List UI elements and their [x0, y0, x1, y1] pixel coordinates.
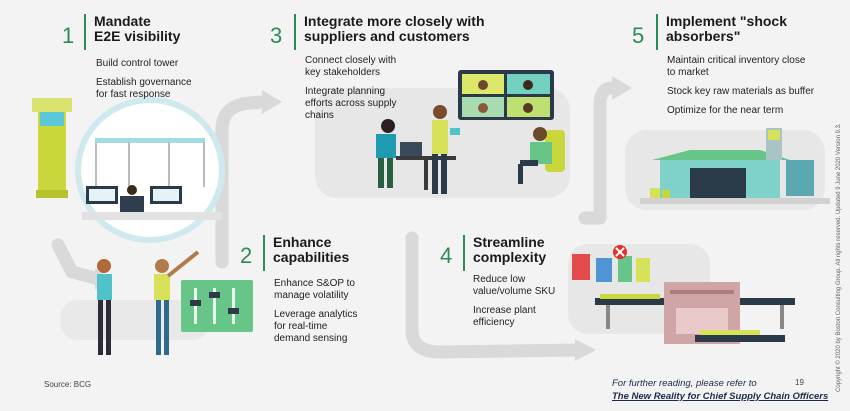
arrow-head-3 [262, 90, 282, 114]
step-1-bullet: Establish governance for fast response [96, 77, 192, 100]
arrow-head-5 [612, 76, 632, 100]
source-note: Source: BCG [44, 380, 92, 389]
copyright-notice: Copyright © 2020 by Boston Consulting Gr… [836, 123, 842, 392]
step-4-bullet: Increase plant efficiency [473, 305, 536, 328]
step-1-number: 1 [62, 23, 75, 48]
step-3-title: Integrate more closely with suppliers an… [304, 13, 485, 44]
step-5-title-block: Implement "shock absorbers" [656, 14, 787, 50]
step-5-bullet: Optimize for the near term [667, 105, 784, 116]
step-2-bullet: Enhance S&OP to manage volatility [274, 278, 355, 301]
step-5-bullet: Stock key raw materials as buffer [667, 86, 815, 97]
arrow-2-to-3 [215, 95, 269, 269]
step-2-title: Enhance capabilities [273, 234, 350, 265]
flow-arrows [51, 81, 619, 359]
arrow-head-4 [575, 339, 596, 361]
step-5-bullets: Maintain critical inventory close to mar… [667, 55, 837, 124]
production-line-illustration [568, 244, 795, 344]
step-2-title-block: Enhance capabilities [263, 235, 349, 271]
step-5-number: 5 [632, 23, 645, 48]
step-3-number: 3 [270, 23, 283, 48]
step-4-number: 4 [440, 243, 453, 268]
step-2-bullets: Enhance S&OP to manage volatility Levera… [274, 278, 384, 352]
step-2-bullet: Leverage analytics for real-time demand … [274, 309, 358, 344]
further-reading-link[interactable]: The New Reality for Chief Supply Chain O… [612, 391, 829, 402]
step-1-bullet: Build control tower [96, 58, 179, 69]
step-3-bullet: Connect closely with key stakeholders [305, 55, 397, 78]
step-2-number: 2 [240, 243, 253, 268]
arrow-1-to-2 [51, 238, 102, 285]
analytics-illustration [60, 250, 253, 355]
further-reading-text: For further reading, please refer to [612, 378, 757, 389]
step-4-title: Streamline complexity [473, 234, 547, 265]
arrow-3-to-4 [405, 231, 582, 359]
step-1-bullets: Build control tower Establish governance… [96, 58, 226, 108]
control-tower-illustration [32, 97, 225, 243]
step-3-title-block: Integrate more closely with suppliers an… [294, 14, 485, 50]
warehouse-illustration [625, 128, 830, 210]
step-1-title-block: Mandate E2E visibility [84, 14, 180, 50]
step-5-title: Implement "shock absorbers" [666, 13, 788, 44]
step-4-title-block: Streamline complexity [463, 235, 546, 271]
collaboration-illustration [315, 70, 570, 198]
step-3-bullet: Integrate planning efforts across supply… [305, 86, 397, 121]
step-4-bullets: Reduce low value/volume SKU Increase pla… [473, 274, 573, 336]
arrow-4-to-5 [578, 81, 619, 225]
step-1-title: Mandate E2E visibility [94, 13, 181, 44]
step-3-bullets: Connect closely with key stakeholders In… [305, 55, 425, 129]
step-5-bullet: Maintain critical inventory close to mar… [667, 55, 806, 78]
page-number: 19 [795, 378, 804, 387]
step-4-bullet: Reduce low value/volume SKU [473, 274, 556, 297]
